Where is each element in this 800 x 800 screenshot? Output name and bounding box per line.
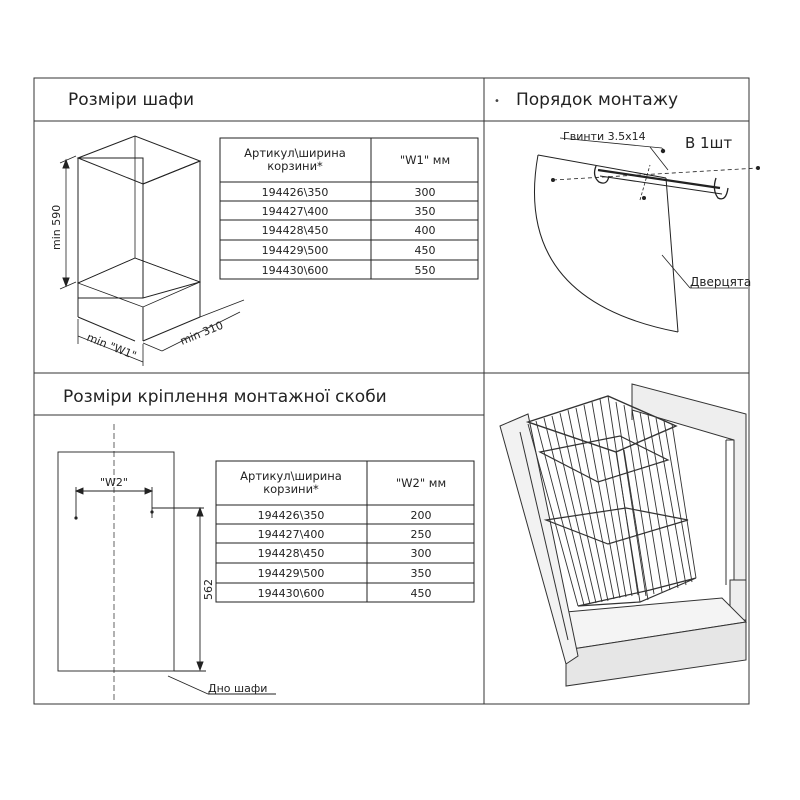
w2-label: "W2" [100, 476, 128, 489]
table-row: 194430\600 [262, 264, 329, 277]
quantity-label: В 1шт [685, 134, 732, 152]
table-w1-header-w1: "W1" мм [400, 153, 450, 167]
table-w2-header-article-2: корзини* [263, 482, 319, 496]
screw-marks [551, 148, 760, 200]
table-row: 194429\500 [262, 244, 329, 257]
cabinet-drawing [59, 135, 245, 366]
table-row: 350 [415, 205, 436, 218]
basket-wires [527, 395, 697, 607]
table-row: 194426\350 [262, 186, 329, 199]
table-row: 350 [411, 567, 432, 580]
table-row: 194427\400 [258, 528, 325, 541]
panel-title-assembly-order: Порядок монтажу [516, 90, 678, 110]
table-w1-header-article-2: корзини* [267, 159, 323, 173]
basket-illustration [499, 383, 748, 687]
table-row: 450 [415, 244, 436, 257]
table-row: 300 [415, 186, 436, 199]
table-row: 194428\450 [262, 224, 329, 237]
panel-grid [33, 77, 750, 705]
bottom-label: Дно шафи [208, 682, 267, 695]
table-row: 450 [411, 587, 432, 600]
table-w1: Артикул\ширина корзини* "W1" мм 194426\3… [219, 137, 479, 280]
bracket-marks [74, 510, 154, 520]
cabinet-width-label: min "W1" [85, 331, 138, 363]
table-w2: Артикул\ширина корзини* "W2" мм 194426\3… [215, 460, 475, 603]
bracket-drawing [57, 424, 276, 700]
bracket-height-label: 562 [202, 579, 215, 600]
cabinet-height-label: min 590 [50, 205, 63, 250]
table-row: 550 [415, 264, 436, 277]
panel-title-bracket-dimensions: Розміри кріплення монтажної скоби [63, 387, 387, 407]
table-row: 250 [411, 528, 432, 541]
table-w2-header-w2: "W2" мм [396, 476, 446, 490]
table-row: 200 [411, 509, 432, 522]
table-row: 300 [411, 547, 432, 560]
table-w2-header-article: Артикул\ширина [240, 469, 342, 483]
table-row: 400 [415, 224, 436, 237]
panel-title-cabinet-dimensions: Розміри шафи [68, 90, 194, 110]
table-row: 194430\600 [258, 587, 325, 600]
screws-label: Гвинти 3.5x14 [563, 130, 646, 143]
table-row: 194429\500 [258, 567, 325, 580]
door-label: Дверцята [690, 275, 751, 289]
assembly-drawing [534, 137, 759, 333]
bullet-icon: • [494, 96, 500, 107]
table-row: 194427\400 [262, 205, 329, 218]
table-row: 194426\350 [258, 509, 325, 522]
table-row: 194428\450 [258, 547, 325, 560]
table-w1-header-article: Артикул\ширина [244, 146, 346, 160]
